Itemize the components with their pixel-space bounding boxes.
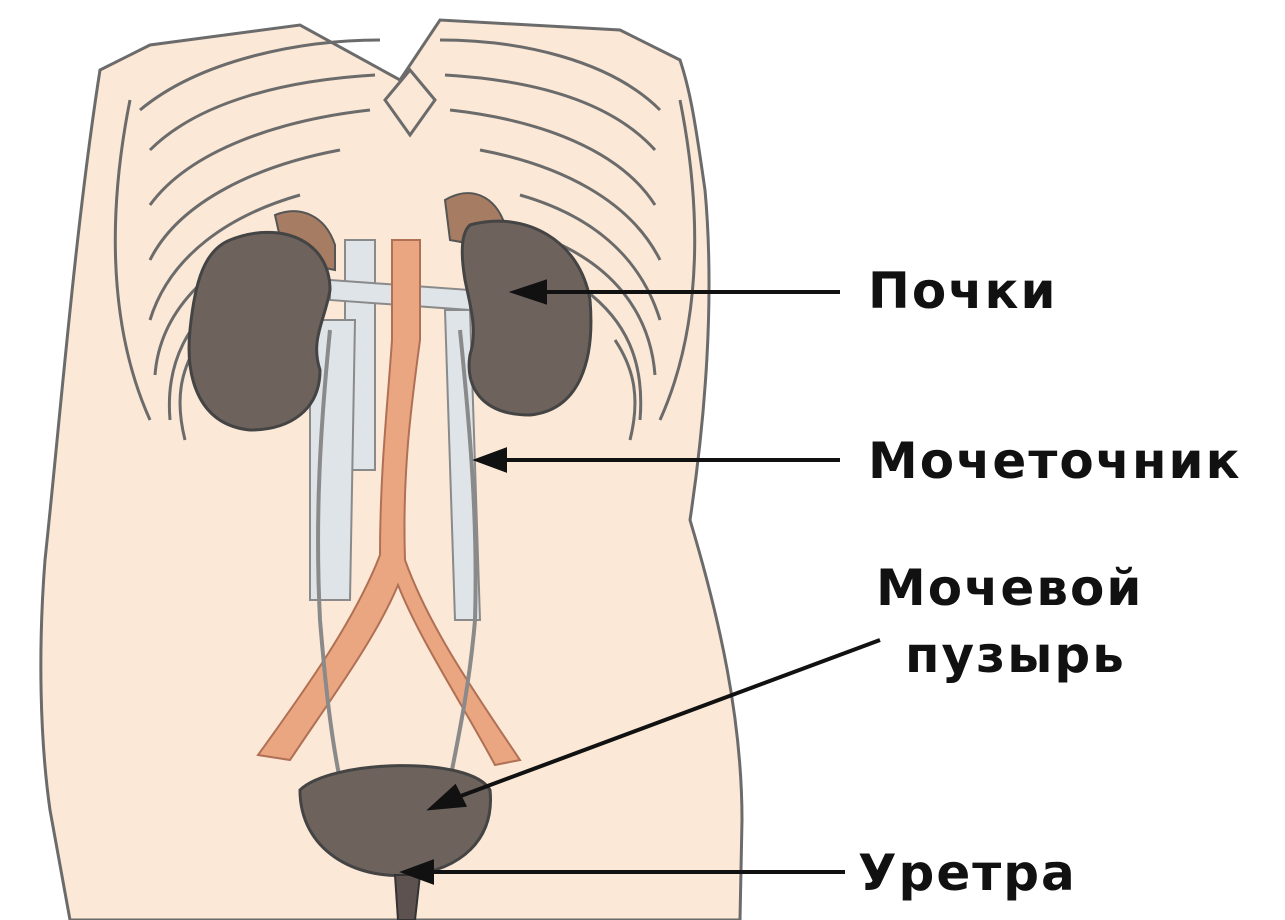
label-bladder-line2: пузырь — [905, 626, 1126, 684]
label-kidneys: Почки — [868, 262, 1058, 320]
label-urethra: Уретра — [858, 844, 1077, 902]
urethra-tube — [395, 875, 420, 920]
label-ureter: Мочеточник — [868, 432, 1242, 490]
label-bladder-line1: Мочевой — [876, 559, 1143, 617]
